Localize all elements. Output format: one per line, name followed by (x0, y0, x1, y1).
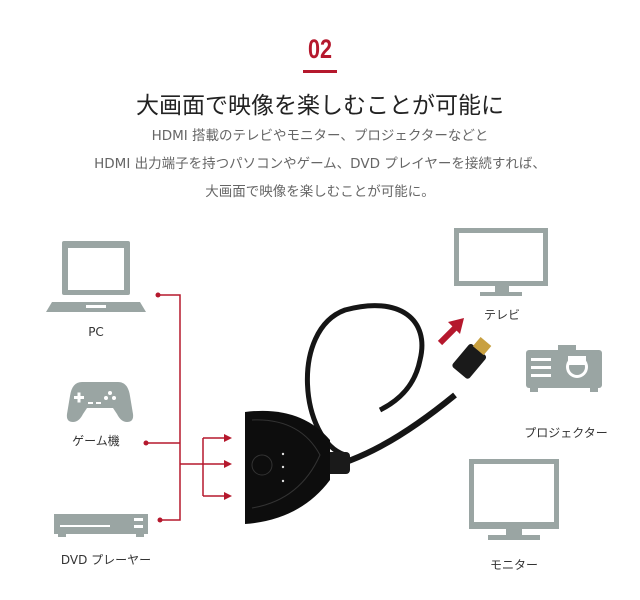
output-label-tv: テレビ (483, 308, 520, 322)
section-title: 大画面で映像を楽しむことが可能に (136, 93, 504, 119)
hdmi-switch-device (245, 303, 492, 524)
description-line-3: 大画面で映像を楽しむことが可能に。 (205, 184, 435, 200)
description-line-1: HDMI 搭載のテレビやモニター、プロジェクターなどと (151, 128, 489, 144)
output-label-projector: プロジェクター (524, 426, 608, 440)
input-label-game: ゲーム機 (72, 434, 120, 448)
gamepad-icon (66, 382, 134, 422)
tv-icon (454, 228, 548, 296)
connector-dots (143, 292, 232, 523)
monitor-icon (469, 459, 559, 540)
projector-icon (526, 345, 602, 392)
input-connector-lines (147, 294, 224, 521)
output-label-monitor: モニター (489, 558, 538, 572)
section-number: 02 (307, 34, 333, 64)
output-arrow (437, 318, 464, 346)
input-label-dvd: DVD プレーヤー (60, 553, 152, 567)
description-line-2: HDMI 出力端子を持つパソコンやゲーム、DVD プレイヤーを接続すれば、 (94, 156, 546, 172)
section-underline (303, 70, 337, 73)
dvd-player-icon (54, 514, 148, 537)
input-label-pc: PC (88, 325, 104, 339)
laptop-icon (46, 241, 146, 312)
